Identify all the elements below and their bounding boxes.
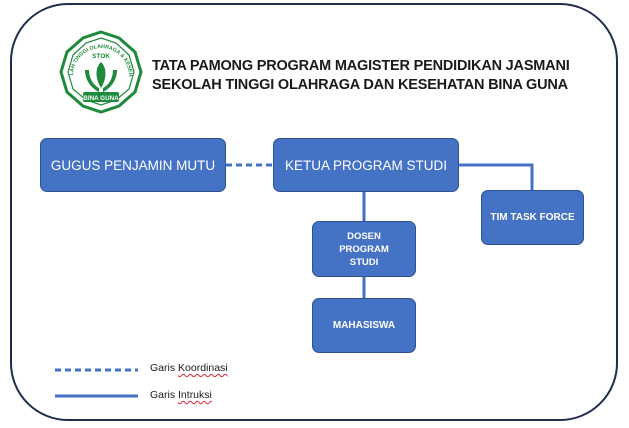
legend-coordination-label: Garis Koordinasi (150, 362, 228, 374)
title-line-2: SEKOLAH TINGGI OLAHRAGA DAN KESEHATAN BI… (152, 77, 568, 93)
node-label: DOSEN PROGRAM STUDI (339, 230, 389, 268)
legend-instruction-label: Garis Intruksi (150, 389, 212, 401)
node-mahasiswa: MAHASISWA (312, 298, 416, 353)
legend-prefix: Garis (150, 389, 179, 401)
legend-word: Koordinasi (178, 362, 228, 374)
logo-name: BINA GUNA (83, 95, 119, 102)
node-gugus-penjamin-mutu: GUGUS PENJAMIN MUTU (40, 138, 226, 192)
node-label: GUGUS PENJAMIN MUTU (50, 157, 216, 173)
node-tim-task-force: TIM TASK FORCE (481, 190, 584, 245)
diagram-frame (10, 3, 618, 421)
logo-abbr: STOK (92, 53, 110, 60)
title-line-1: TATA PAMONG PROGRAM MAGISTER PENDIDIKAN … (152, 58, 570, 74)
node-ketua-program-studi: KETUA PROGRAM STUDI (273, 138, 459, 192)
instruction-line-task-force (459, 163, 534, 190)
page-title: TATA PAMONG PROGRAM MAGISTER PENDIDIKAN … (152, 57, 612, 95)
node-label: KETUA PROGRAM STUDI (284, 157, 448, 173)
node-label: MAHASISWA (332, 320, 396, 331)
node-label: TIM TASK FORCE (490, 212, 575, 223)
legend-prefix: Garis (150, 362, 179, 374)
legend-word: Intruksi (178, 389, 212, 401)
stok-bina-guna-logo: SEKOLAH TINGGI OLAHRAGA & KESEHATAN STOK… (55, 28, 143, 114)
node-dosen-program-studi: DOSEN PROGRAM STUDI (312, 221, 416, 277)
